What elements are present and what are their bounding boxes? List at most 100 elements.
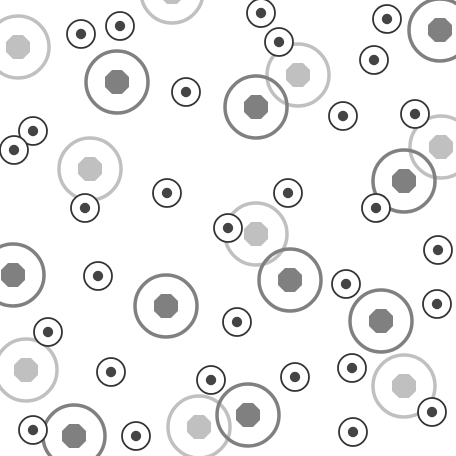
ringed-dot-icon (66, 19, 96, 49)
small-dot (409, 108, 421, 120)
small-dot (282, 187, 294, 199)
small-dot (273, 36, 285, 48)
ringed-octagon-icon (215, 382, 281, 448)
ringed-octagon-icon (371, 148, 437, 214)
small-dot (231, 316, 243, 328)
ringed-dot-icon (337, 353, 367, 383)
octagon-core (104, 69, 130, 95)
ringed-dot-icon (417, 397, 447, 427)
ringed-octagon-icon (166, 394, 232, 456)
large-ring (0, 337, 59, 403)
ringed-octagon-icon (84, 49, 150, 115)
ringed-dot-icon (121, 421, 151, 451)
octagon-core (277, 267, 303, 293)
ringed-octagon-icon (0, 14, 51, 80)
small-dot (426, 406, 438, 418)
small-dot (27, 424, 39, 436)
ringed-dot-icon (171, 77, 201, 107)
small-dot (42, 326, 54, 338)
ringed-dot-icon (328, 101, 358, 131)
large-ring (348, 288, 414, 354)
octagon-core (391, 168, 417, 194)
small-dot (432, 244, 444, 256)
octagon-core (13, 357, 39, 383)
small-dot (79, 202, 91, 214)
ringed-dot-icon (280, 362, 310, 392)
ringed-octagon-icon (0, 337, 59, 403)
large-ring (407, 0, 456, 63)
small-dot (340, 278, 352, 290)
ringed-dot-icon (0, 135, 29, 165)
ringed-octagon-icon (133, 273, 199, 339)
small-dot (75, 28, 87, 40)
ringed-dot-icon (331, 269, 361, 299)
small-dot (346, 362, 358, 374)
large-ring (408, 114, 456, 180)
small-dot (8, 144, 20, 156)
ringed-dot-icon (105, 11, 135, 41)
octagon-core (5, 34, 31, 60)
ringed-dot-icon (96, 357, 126, 387)
small-dot (347, 426, 359, 438)
octagon-core (243, 94, 269, 120)
ringed-octagon-icon (371, 353, 437, 419)
ringed-dot-icon (222, 307, 252, 337)
small-dot (337, 110, 349, 122)
small-dot (431, 298, 443, 310)
small-dot (130, 430, 142, 442)
small-dot (368, 54, 380, 66)
ringed-dot-icon (196, 365, 226, 395)
ringed-dot-icon (361, 193, 391, 223)
ringed-dot-icon (400, 99, 430, 129)
octagon-core (0, 262, 26, 288)
octagon-core (235, 402, 261, 428)
large-ring (84, 49, 150, 115)
octagon-core (368, 308, 394, 334)
ringed-dot-icon (422, 289, 452, 319)
ringed-octagon-icon (407, 0, 456, 63)
small-dot (255, 7, 267, 19)
ringed-dot-icon (338, 417, 368, 447)
large-ring (0, 242, 46, 308)
large-ring (371, 148, 437, 214)
small-dot (222, 222, 234, 234)
octagon-core (285, 62, 311, 88)
octagon-core (186, 414, 212, 440)
ringed-octagon-icon (0, 242, 46, 308)
small-dot (114, 20, 126, 32)
ringed-dot-icon (83, 261, 113, 291)
large-ring (223, 74, 289, 140)
octagon-core (391, 373, 417, 399)
ringed-dot-icon (273, 178, 303, 208)
octagon-core (61, 423, 87, 449)
small-dot (27, 125, 39, 137)
ringed-dot-icon (18, 116, 48, 146)
ringed-octagon-icon (223, 74, 289, 140)
ringed-octagon-icon (265, 42, 331, 108)
ringed-dot-icon (33, 317, 63, 347)
small-dot (180, 86, 192, 98)
ringed-octagon-icon (257, 247, 323, 313)
large-ring (133, 273, 199, 339)
small-dot (381, 13, 393, 25)
ringed-dot-icon (264, 27, 294, 57)
large-ring (265, 42, 331, 108)
ringed-octagon-icon (140, 0, 204, 25)
small-dot (289, 371, 301, 383)
ringed-dot-icon (372, 4, 402, 34)
large-ring (215, 382, 281, 448)
ringed-octagon-icon (408, 114, 456, 180)
octagon-core (77, 156, 103, 182)
small-dot (92, 270, 104, 282)
octagon-core (427, 17, 453, 43)
small-dot (161, 187, 173, 199)
large-ring (257, 247, 323, 313)
ringed-dot-icon (70, 193, 100, 223)
octagon-core (428, 134, 454, 160)
ringed-dot-icon (246, 0, 276, 28)
small-dot (370, 202, 382, 214)
large-ring (0, 14, 51, 80)
